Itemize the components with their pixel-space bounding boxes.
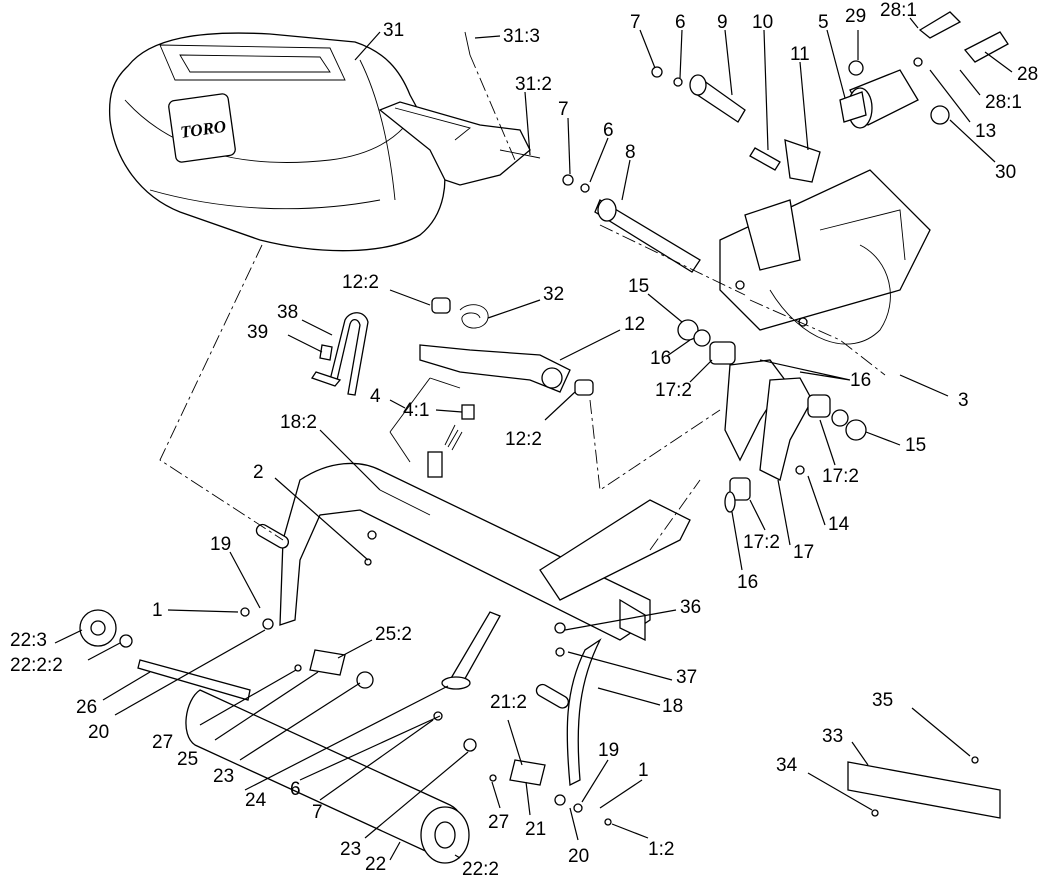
callout-12: 12 bbox=[624, 314, 645, 335]
callout-28-1-top: 28:1 bbox=[880, 0, 917, 21]
callout-18-2: 18:2 bbox=[280, 412, 317, 433]
mount-bracket bbox=[719, 169, 931, 345]
callout-11: 11 bbox=[790, 44, 810, 65]
callout-17-2-left: 17:2 bbox=[655, 380, 692, 401]
callout-16-left: 16 bbox=[650, 348, 671, 369]
callout-31: 31 bbox=[383, 20, 404, 41]
callout-22-2: 22:2 bbox=[462, 859, 499, 880]
callout-17-2-right: 17:2 bbox=[822, 466, 859, 487]
callout-18: 18 bbox=[662, 696, 683, 717]
callout-17: 17 bbox=[793, 542, 814, 563]
callout-39: 39 bbox=[247, 322, 268, 343]
callout-30: 30 bbox=[995, 162, 1016, 183]
part-31-2-shield bbox=[378, 101, 541, 186]
callout-12-2-upper: 12:2 bbox=[342, 272, 379, 293]
callout-1-left: 1 bbox=[152, 600, 163, 621]
callout-10: 10 bbox=[752, 12, 773, 33]
part-22-roller bbox=[79, 609, 470, 864]
part-18-frame bbox=[255, 462, 691, 787]
part-5-actuator bbox=[839, 11, 1009, 129]
callout-25: 25 bbox=[177, 749, 198, 770]
callout-34: 34 bbox=[776, 755, 798, 776]
callout-24: 24 bbox=[245, 790, 267, 811]
callout-26: 26 bbox=[76, 697, 97, 718]
pivot-assembly bbox=[677, 319, 867, 513]
callout-23-upper: 23 bbox=[213, 766, 234, 787]
callout-12-2-lower: 12:2 bbox=[505, 429, 542, 450]
part-4-latch bbox=[389, 377, 475, 478]
part-31-3-pin bbox=[464, 31, 471, 56]
callout-27-right: 27 bbox=[488, 812, 509, 833]
callout-2: 2 bbox=[253, 462, 264, 483]
callout-7-upper: 7 bbox=[630, 12, 641, 33]
callout-labels: 31 31:3 31:2 7 6 9 10 11 5 29 28:1 28 28… bbox=[10, 0, 1038, 880]
callout-22: 22 bbox=[365, 854, 386, 875]
callout-38: 38 bbox=[277, 302, 298, 323]
callout-19-right: 19 bbox=[598, 740, 619, 761]
part-31-cover: TORO bbox=[108, 32, 446, 252]
callout-28-1-right: 28:1 bbox=[985, 92, 1022, 113]
callout-27-left: 27 bbox=[152, 732, 173, 753]
assembly-lines bbox=[159, 54, 886, 551]
callout-14: 14 bbox=[828, 514, 850, 535]
callout-15-right: 15 bbox=[905, 435, 926, 456]
callout-21-2: 21:2 bbox=[490, 692, 527, 713]
leader-lines bbox=[54, 17, 1013, 861]
callout-29: 29 bbox=[845, 6, 866, 27]
callout-4: 4 bbox=[370, 386, 381, 407]
callout-6-lower: 6 bbox=[290, 779, 301, 800]
callout-7-lower: 7 bbox=[312, 802, 323, 823]
callout-9: 9 bbox=[717, 12, 728, 33]
callout-25-2: 25:2 bbox=[375, 624, 412, 645]
callout-32: 32 bbox=[543, 284, 564, 305]
callout-37: 37 bbox=[676, 667, 697, 688]
callout-22-2-2: 22:2:2 bbox=[10, 655, 63, 676]
callout-35: 35 bbox=[872, 690, 893, 711]
part-33-plate bbox=[847, 756, 1001, 819]
small-hardware bbox=[240, 530, 612, 826]
callout-33: 33 bbox=[822, 726, 843, 747]
callout-20-right: 20 bbox=[568, 846, 589, 867]
callout-20-left: 20 bbox=[88, 722, 109, 743]
callout-15-left: 15 bbox=[628, 276, 649, 297]
callout-13: 13 bbox=[975, 121, 996, 142]
callout-31-2: 31:2 bbox=[515, 74, 552, 95]
callout-19-left: 19 bbox=[210, 534, 231, 555]
callout-28: 28 bbox=[1017, 64, 1038, 85]
callout-6-upper: 6 bbox=[675, 12, 686, 33]
callout-16-lower: 16 bbox=[737, 572, 758, 593]
callout-8: 8 bbox=[625, 142, 636, 163]
callout-1-right: 1 bbox=[638, 760, 649, 781]
callout-1-2: 1:2 bbox=[648, 839, 674, 860]
part-12-arm bbox=[419, 297, 594, 396]
callout-31-3: 31:3 bbox=[503, 26, 540, 47]
callout-22-3: 22:3 bbox=[10, 630, 47, 651]
part-38-u-bolt bbox=[310, 312, 369, 396]
callout-16-right: 16 bbox=[850, 370, 871, 391]
callout-17-2-lower: 17:2 bbox=[743, 532, 780, 553]
callout-21: 21 bbox=[525, 819, 546, 840]
callout-4-1: 4:1 bbox=[403, 400, 429, 421]
callout-5: 5 bbox=[818, 12, 829, 33]
callout-6-middle: 6 bbox=[603, 120, 614, 141]
callout-36: 36 bbox=[680, 597, 701, 618]
callout-7-middle: 7 bbox=[558, 99, 569, 120]
upper-pins bbox=[562, 66, 821, 273]
callout-3: 3 bbox=[958, 390, 969, 411]
callout-23-lower: 23 bbox=[340, 839, 361, 860]
